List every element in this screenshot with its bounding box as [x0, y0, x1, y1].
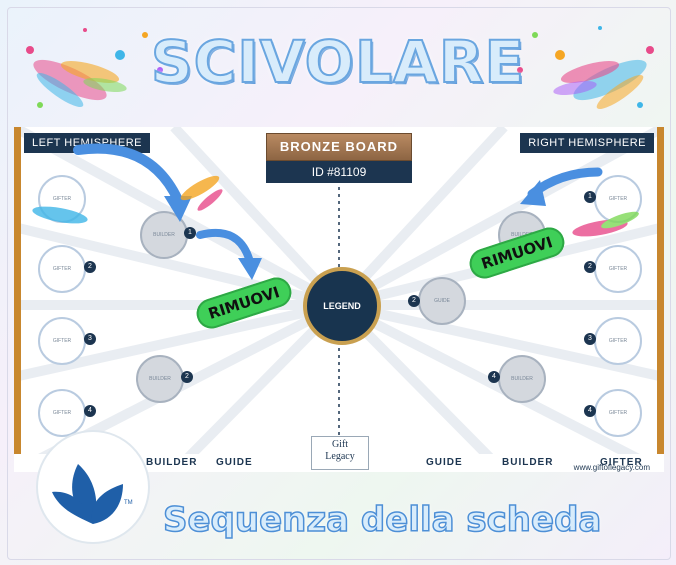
page-title: SCIVOLARE [150, 27, 526, 97]
position-number: 2 [181, 371, 193, 383]
gifter-node: GIFTER [594, 245, 642, 293]
paint-splash-right [517, 26, 654, 110]
brand-logo: TM [38, 432, 148, 542]
position-number: 2 [408, 295, 420, 307]
logo-text-gift: Gift [331, 439, 349, 450]
position-number: 3 [84, 333, 96, 345]
position-number: 2 [84, 261, 96, 273]
gifter-node: GIFTER [594, 317, 642, 365]
board-name-badge: BRONZE BOARD [266, 133, 412, 161]
arrow-head-icon [164, 196, 192, 222]
footer-builder-left: BUILDER [146, 457, 198, 468]
position-number: 4 [84, 405, 96, 417]
position-number: 3 [584, 333, 596, 345]
arrow-head-icon [238, 258, 262, 280]
position-number: 1 [184, 227, 196, 239]
website-url: www.giftoflegacy.com [573, 463, 650, 472]
page-subtitle: Sequenza della scheda [162, 499, 602, 541]
footer-builder-right: BUILDER [502, 457, 554, 468]
position-number: 4 [584, 405, 596, 417]
right-hemisphere-label: RIGHT HEMISPHERE [520, 133, 654, 153]
trademark-text: TM [124, 500, 133, 506]
board-id: ID #81109 [266, 161, 412, 183]
legend-center: LEGEND [303, 267, 381, 345]
right-bronze-bar [657, 127, 664, 472]
bronze-board: LEFT HEMISPHERE RIGHT HEMISPHERE BRONZE … [14, 127, 664, 472]
position-number: 4 [488, 371, 500, 383]
builder-node: BUILDER [498, 355, 546, 403]
outer-frame [7, 7, 671, 560]
gift-of-legacy-logo: Gift Legacy [311, 436, 369, 470]
position-number: 1 [584, 191, 596, 203]
leaf-logo-icon: TM [52, 464, 133, 524]
footer-guide-right: GUIDE [426, 457, 463, 468]
position-number: 2 [584, 261, 596, 273]
left-bronze-bar [14, 127, 21, 472]
arrow-head-icon [520, 180, 546, 206]
logo-text-legacy: Legacy [325, 451, 355, 462]
gifter-node: GIFTER [38, 389, 86, 437]
footer-guide-left: GUIDE [216, 457, 253, 468]
curved-arrow-icon [196, 228, 254, 266]
footer-gifter-right: GIFTER [600, 457, 643, 468]
paint-splash-left [26, 28, 163, 108]
curved-arrow-icon [73, 143, 183, 205]
